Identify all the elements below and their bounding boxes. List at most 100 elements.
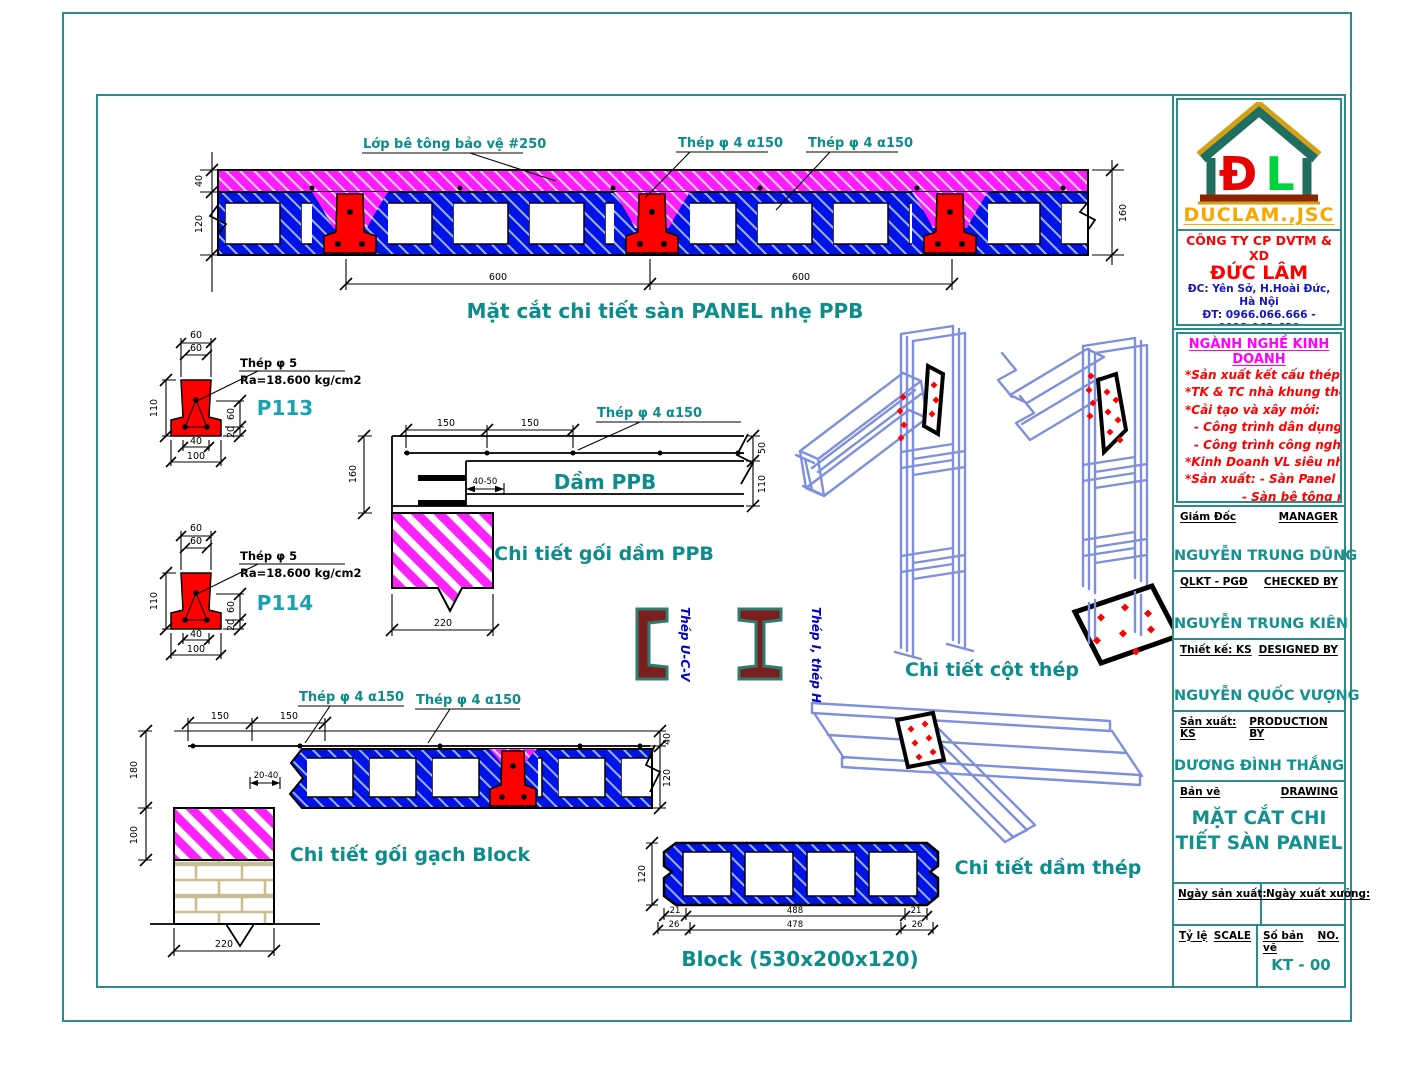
dam-ppb-detail: 150 150 Thép φ 4 α150 50 110 160 40-50 2…: [348, 406, 768, 637]
divider: [1178, 229, 1340, 231]
panel-joists: [312, 192, 988, 254]
mesh-dots: [309, 185, 1066, 191]
number-label-vi: Số bản vẽ: [1263, 929, 1304, 954]
dam-dim-depth: 160: [348, 465, 359, 483]
steel-profile-symbols: Thép U-C-V Thép I, thép H: [635, 607, 823, 703]
column-b: [1081, 336, 1149, 595]
person-name: NGUYỄN TRUNG KIÊN: [1174, 615, 1348, 632]
company-address: ĐC: Yên Sở, H.Hoài Đức, Hà Nội: [1187, 283, 1331, 308]
bs-dim-panel-h: 180: [129, 761, 140, 779]
dam-dim-span-b: 150: [521, 418, 539, 429]
ibeam-label: Thép I, thép H: [809, 607, 823, 703]
ibeam-profile: [737, 607, 783, 681]
column-a: [893, 324, 975, 661]
sheet-title-line1: MẶT CẮT CHI: [1191, 807, 1327, 829]
p114-dim-right-a: 60: [226, 601, 237, 613]
channel-label: Thép U-C-V: [678, 607, 692, 683]
steel-column-detail: Chi tiết cột thép: [794, 324, 1182, 681]
p114-detail: 60 60 110 40 100 60 20 Thép φ 5 Ra=18.60…: [149, 523, 362, 661]
business-line: *Sản xuất: - Sàn Panel nhẹ: [1185, 472, 1340, 487]
main-beam: [810, 701, 1144, 787]
label-rebar-2: Thép φ 4 α150: [808, 136, 913, 151]
bs-label-rebar-1: Thép φ 4 α150: [299, 690, 404, 705]
drawing-label-en: DRAWING: [1280, 785, 1338, 798]
p114-label-ra: Ra=18.600 kg/cm2: [240, 566, 362, 580]
dim-span-b: 600: [792, 272, 810, 283]
bs-dim-bearing: 20-40: [254, 771, 279, 781]
column-detail-title: Chi tiết cột thép: [905, 658, 1079, 681]
signoff-row-designed: Thiết kế: KS DESIGNED BY NGUYỄN QUỐC VƯỢ…: [1174, 637, 1360, 710]
drawing-title-section: Bản vẽ DRAWING MẶT CẮT CHI TIẾT SÀN PANE…: [1174, 779, 1344, 882]
business-line: - Công trình công nghiệp: [1194, 437, 1341, 452]
bs-dim-pier-h: 100: [129, 826, 140, 844]
person-name: DƯƠNG ĐÌNH THẮNG: [1174, 757, 1345, 774]
person-name: NGUYỄN QUỐC VƯỢNG: [1174, 688, 1360, 705]
business-line: *Sản xuất kết cấu thép: [1185, 368, 1341, 382]
number-label-en: NO.: [1317, 929, 1339, 942]
scale-section: Tỷ lệ SCALE Số bản vẽ NO. KT - 00: [1174, 923, 1344, 986]
business-line: - Công trình dân dụng: [1194, 420, 1342, 435]
role-label-vi: Thiết kế: KS: [1180, 643, 1252, 656]
dates-section: Ngày sản xuất: Ngày xuất xưởng:: [1174, 881, 1370, 924]
business-line: *Cải tạo và xây mới:: [1185, 402, 1320, 417]
panel-cross-section: 40 120 160 600 600 Lớp bê tông bảo vệ #2…: [194, 136, 1129, 323]
p114-dim-height: 110: [149, 592, 160, 610]
dam-dim-bearing: 40-50: [473, 477, 498, 487]
p114-dim-top-inner: 60: [190, 536, 202, 547]
role-label-vi: Sản xuất: KS: [1180, 716, 1237, 741]
company-name: ĐỨC LÂM: [1209, 262, 1309, 284]
steel-beam-detail: Chi tiết dầm thép: [810, 701, 1144, 879]
role-label-en: MANAGER: [1278, 511, 1338, 523]
role-label-en: PRODUCTION BY: [1249, 716, 1328, 741]
company-type: CÔNG TY CP DVTM & XD: [1186, 233, 1332, 263]
scale-label-en: SCALE: [1213, 929, 1251, 942]
block-support-detail: 220 180 100 150 150 Thép φ 4 α150 Thép φ…: [129, 690, 673, 958]
bu-dim-bot-r: 26: [912, 920, 923, 930]
dam-beam-label: Dầm PPB: [554, 470, 656, 494]
p114-dim-top-outer: 60: [190, 523, 202, 534]
beam-detail-title: Chi tiết dầm thép: [955, 856, 1142, 879]
business-line: *TK & TC nhà khung thép: [1185, 385, 1342, 400]
p114-dim-base: 100: [187, 644, 205, 655]
production-date-cell: Ngày sản xuất:: [1174, 883, 1267, 924]
bs-dim-panel-right: 120: [662, 769, 673, 787]
block-unit-title: Block (530x200x120): [681, 947, 918, 971]
block-support-title: Chi tiết gối gạch Block: [290, 843, 531, 866]
sheet-outer-border: [62, 12, 1352, 1022]
p114-label-steel: Thép φ 5: [240, 549, 297, 563]
role-label-vi: QLKT - PGĐ: [1180, 576, 1248, 589]
bu-dim-top-mid: 488: [787, 906, 803, 916]
person-name: NGUYỄN TRUNG DŨNG: [1174, 548, 1358, 565]
dim-panel: 120: [194, 215, 205, 233]
production-date-label: Ngày sản xuất:: [1178, 887, 1267, 900]
logo-roof: [1198, 102, 1320, 163]
dim-cover: 40: [194, 175, 205, 187]
channel-profile: [635, 607, 669, 681]
signoff-row-manager: Giám Đốc MANAGER NGUYỄN TRUNG DŨNG: [1174, 505, 1358, 570]
dam-dim-pier: 220: [434, 618, 452, 629]
bs-dim-wall: 220: [215, 939, 233, 950]
role-label-vi: Giám Đốc: [1180, 511, 1237, 523]
dam-detail-title: Chi tiết gối dầm PPB: [494, 542, 714, 565]
drawing-number: KT - 00: [1271, 955, 1331, 974]
logo-letter-l: L: [1265, 147, 1294, 201]
diagonal-beam: [903, 723, 1037, 844]
p114-dim-right-b: 20: [226, 619, 237, 631]
dam-dim-span-a: 150: [437, 418, 455, 429]
bu-dim-height: 120: [637, 865, 648, 883]
p113-label-ra: Ra=18.600 kg/cm2: [240, 373, 362, 387]
block-unit-detail: 120 21 488 21 26 478 26 Block (530x200x1…: [637, 836, 940, 971]
role-label-en: DESIGNED BY: [1258, 643, 1338, 656]
bs-dim-span-a: 150: [211, 711, 229, 722]
p113-dim-height: 110: [149, 399, 160, 417]
dam-dim-beam: 110: [757, 475, 768, 493]
business-section: NGÀNH NGHỀ KINH DOANH *Sản xuất kết cấu …: [1174, 328, 1344, 505]
dam-label-rebar: Thép φ 4 α150: [597, 406, 702, 421]
company-phone: ĐT: 0966.066.666 - 0912.962.629: [1202, 309, 1316, 324]
label-rebar-1: Thép φ 4 α150: [678, 136, 783, 151]
shipping-date-label: Ngày xuất xưởng:: [1266, 887, 1371, 900]
p113-label-steel: Thép φ 5: [240, 356, 297, 370]
bs-dim-mesh: 40: [662, 733, 673, 745]
p113-dim-stem: 40: [190, 436, 202, 447]
